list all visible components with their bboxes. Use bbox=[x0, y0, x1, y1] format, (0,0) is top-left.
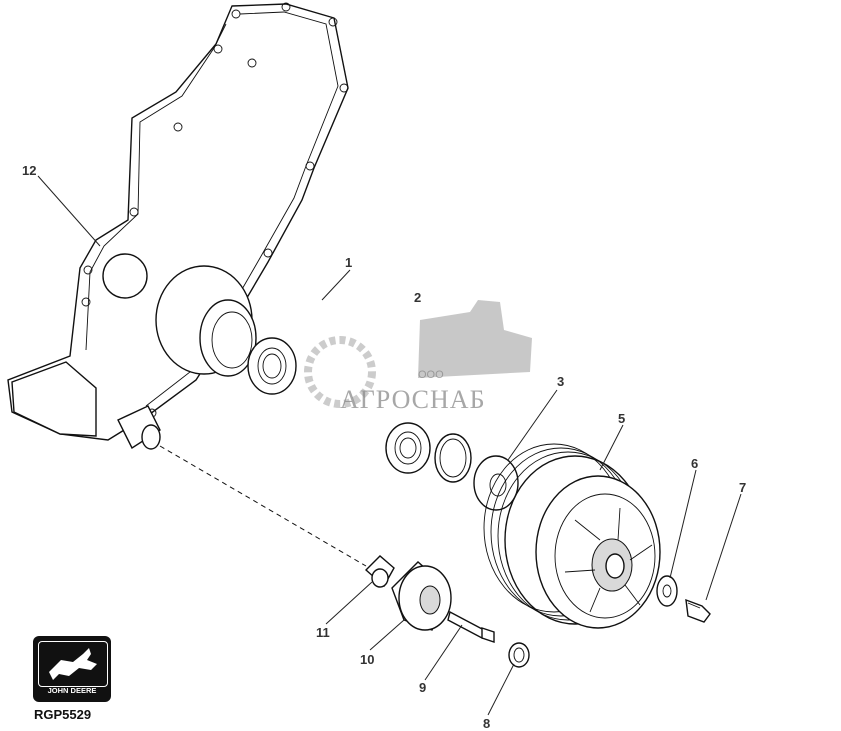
watermark-company: АГРОСНАБ bbox=[340, 385, 486, 414]
callout-11: 11 bbox=[316, 625, 330, 640]
callout-1: 1 bbox=[345, 255, 352, 270]
callout-labels: 1 2 3 5 6 7 8 9 10 11 12 bbox=[22, 163, 746, 731]
washer-3 bbox=[473, 455, 519, 511]
washer-6 bbox=[656, 575, 678, 607]
callout-7: 7 bbox=[739, 480, 746, 495]
callout-12: 12 bbox=[22, 163, 36, 178]
drawing-code: RGP5529 bbox=[34, 707, 92, 722]
callout-5: 5 bbox=[618, 411, 625, 426]
bearing-1 bbox=[247, 337, 297, 395]
idler-10 bbox=[391, 561, 452, 631]
washer-8 bbox=[508, 642, 530, 668]
bearing-2 bbox=[385, 422, 431, 474]
callout-8: 8 bbox=[483, 716, 490, 731]
alignment-line bbox=[159, 445, 367, 567]
cap-screw-9 bbox=[447, 610, 495, 643]
callout-10: 10 bbox=[360, 652, 374, 667]
bushing-11 bbox=[364, 555, 395, 588]
callout-2: 2 bbox=[414, 290, 421, 305]
timing-gear-cover bbox=[7, 2, 349, 450]
bolt-7 bbox=[685, 598, 711, 623]
snap-ring bbox=[434, 433, 472, 483]
callout-6: 6 bbox=[691, 456, 698, 471]
watermark-logo: ООО АГРОСНАБ bbox=[304, 300, 532, 414]
pulley-5 bbox=[483, 443, 661, 629]
watermark-prefix: ООО bbox=[418, 369, 444, 381]
logo-text: JOHN DEERE bbox=[47, 686, 97, 695]
callout-3: 3 bbox=[557, 374, 564, 389]
john-deere-logo: JOHN DEERE bbox=[33, 636, 111, 702]
callout-9: 9 bbox=[419, 680, 426, 695]
leader-lines bbox=[37, 175, 742, 716]
deer-icon bbox=[49, 648, 97, 680]
